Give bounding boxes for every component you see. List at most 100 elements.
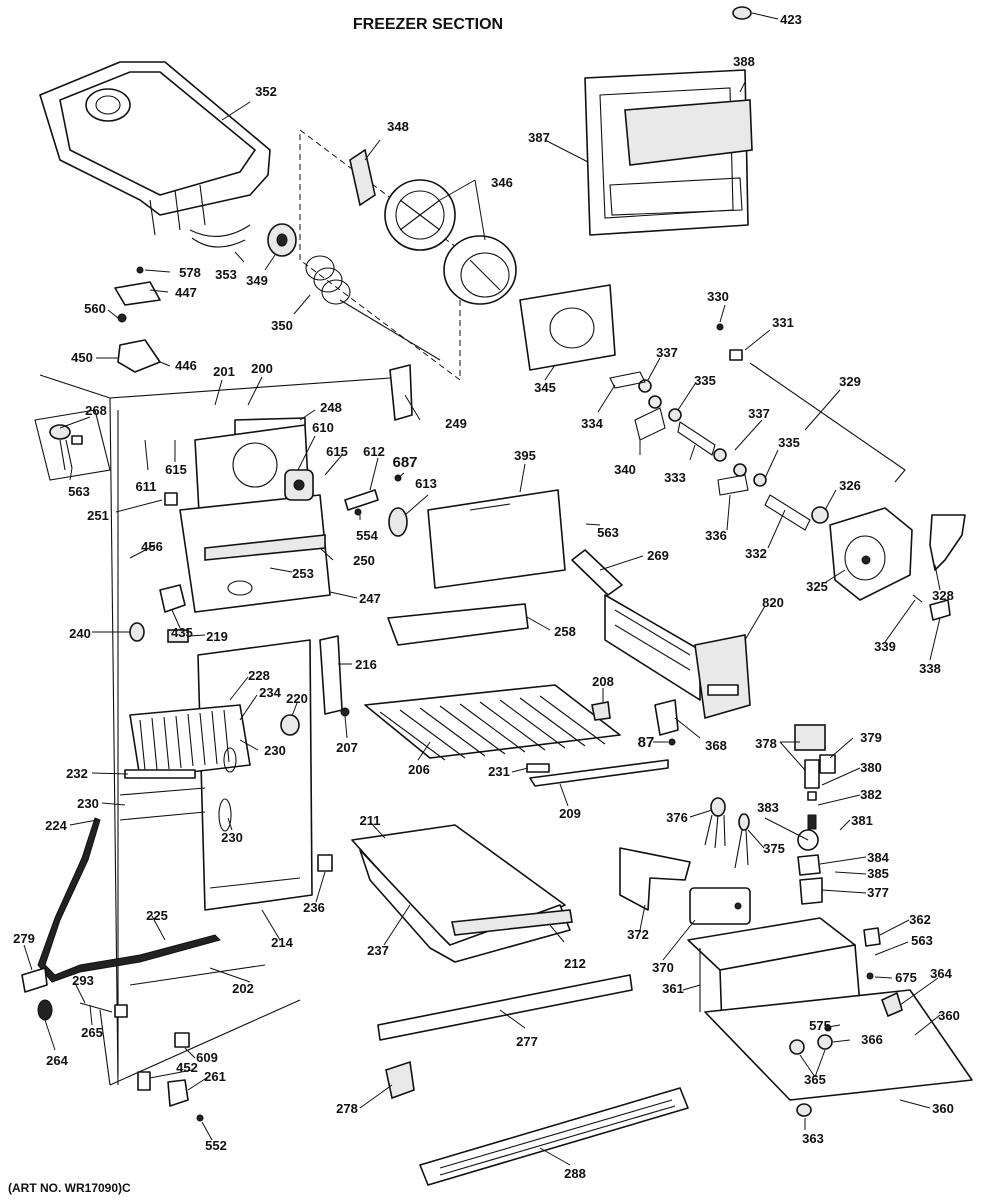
label-334: 334 (581, 416, 603, 431)
label-370: 370 (652, 960, 674, 975)
part-labels: 423 352 348 346 387 388 578 447 560 353 … (13, 12, 960, 1181)
label-615-right: 615 (326, 444, 348, 459)
label-450: 450 (71, 350, 93, 365)
label-234: 234 (259, 685, 281, 700)
label-384: 384 (867, 850, 889, 865)
label-261: 261 (204, 1069, 226, 1084)
label-446: 446 (175, 358, 197, 373)
heater-cord-224 (37, 817, 221, 983)
label-214: 214 (271, 935, 293, 950)
label-423: 423 (780, 12, 802, 27)
label-388: 388 (733, 54, 755, 69)
label-610: 610 (312, 420, 334, 435)
label-612: 612 (363, 444, 385, 459)
label-338: 338 (919, 661, 941, 676)
label-364: 364 (930, 966, 952, 981)
label-335-lower: 335 (778, 435, 800, 450)
kickplate-grille-288 (419, 1087, 689, 1186)
part-236 (317, 854, 333, 872)
label-563-cover: 563 (597, 525, 619, 540)
label-258: 258 (554, 624, 576, 639)
label-380: 380 (860, 760, 882, 775)
auger-motor-325 (811, 506, 913, 601)
leader-lines (23, 12, 941, 1166)
fan-parts (344, 474, 408, 537)
label-264: 264 (46, 1053, 68, 1068)
label-220: 220 (286, 691, 308, 706)
bracket-249 (389, 364, 413, 421)
label-349: 349 (246, 273, 268, 288)
label-383: 383 (757, 800, 779, 815)
label-578: 578 (179, 265, 201, 280)
label-611: 611 (136, 479, 157, 494)
label-382: 382 (860, 787, 882, 802)
label-360-lower: 360 (932, 1101, 954, 1116)
label-387: 387 (528, 130, 550, 145)
water-valve-370 (689, 887, 751, 925)
label-249: 249 (445, 416, 467, 431)
bracket-338 (929, 599, 951, 621)
label-609: 609 (196, 1050, 218, 1065)
spring-353 (191, 237, 246, 248)
label-293: 293 (72, 973, 94, 988)
label-230-b: 230 (77, 796, 99, 811)
label-554: 554 (356, 528, 378, 543)
label-250: 250 (353, 553, 375, 568)
label-560: 560 (84, 301, 106, 316)
label-820: 820 (762, 595, 784, 610)
label-376: 376 (666, 810, 688, 825)
label-575: 575 (809, 1018, 831, 1033)
label-268: 268 (85, 403, 107, 418)
label-456: 456 (141, 539, 163, 554)
freezer-basket-211 (351, 824, 573, 963)
label-207: 207 (336, 740, 358, 755)
label-228: 228 (248, 668, 270, 683)
dispenser-door-387 (584, 69, 753, 236)
label-372: 372 (627, 927, 649, 942)
dashed-guide (299, 129, 461, 381)
part-208 (591, 701, 611, 721)
label-331: 331 (772, 315, 794, 330)
label-366: 366 (861, 1032, 883, 1047)
label-345: 345 (534, 380, 556, 395)
rail-277 (377, 974, 633, 1041)
label-353: 353 (215, 267, 237, 282)
label-237: 237 (367, 943, 389, 958)
trim-258 (387, 603, 529, 646)
label-332: 332 (745, 546, 767, 561)
label-278: 278 (336, 1101, 358, 1116)
label-288: 288 (564, 1166, 586, 1181)
hinge-parts (137, 1032, 204, 1122)
label-360-upper: 360 (938, 1008, 960, 1023)
label-224: 224 (45, 818, 67, 833)
wire-shelf-206 (364, 684, 621, 761)
label-202: 202 (232, 981, 254, 996)
cover-plate-345 (519, 284, 616, 371)
label-363: 363 (802, 1131, 824, 1146)
label-452: 452 (176, 1060, 198, 1075)
label-339: 339 (874, 639, 896, 654)
label-206: 206 (408, 762, 430, 777)
water-valve-parts (794, 724, 836, 905)
cover-panel-395 (427, 489, 566, 589)
label-350: 350 (271, 318, 293, 333)
part-362 (863, 927, 881, 947)
label-209: 209 (559, 806, 581, 821)
part-348 (349, 148, 376, 207)
label-435: 435 (171, 625, 193, 640)
light-socket-268 (34, 409, 111, 481)
small-brackets (114, 266, 161, 373)
label-340: 340 (614, 462, 636, 477)
label-230-a: 230 (264, 743, 286, 758)
part-364 (880, 991, 903, 1018)
label-333: 333 (664, 470, 686, 485)
drive-linkage (609, 371, 811, 531)
label-365: 365 (804, 1072, 826, 1087)
label-337-upper: 337 (656, 345, 678, 360)
part-328 (929, 514, 966, 571)
label-687: 687 (392, 454, 417, 471)
label-230-c: 230 (221, 830, 243, 845)
label-251: 251 (87, 508, 109, 523)
label-211: 211 (360, 813, 381, 828)
